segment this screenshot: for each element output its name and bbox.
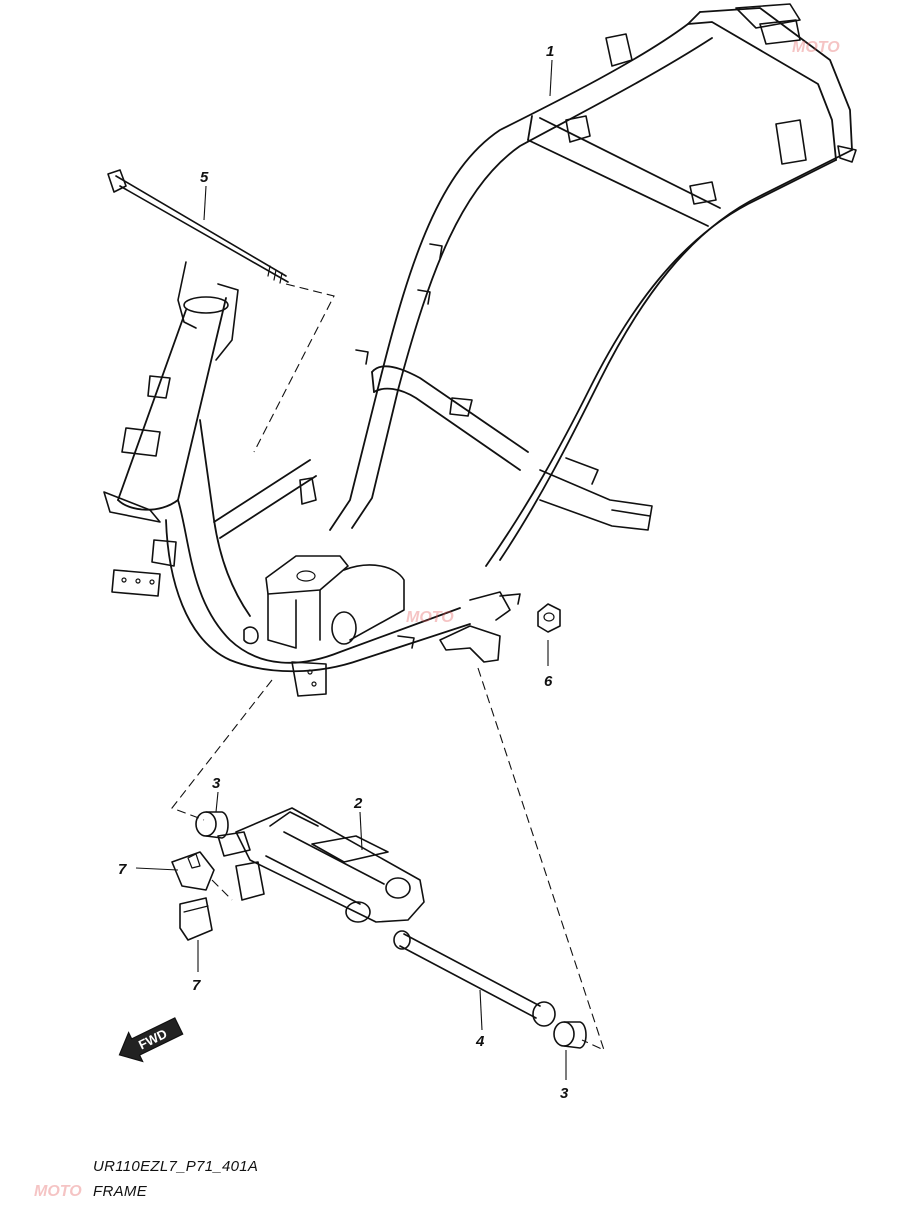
callout-4: 4 — [475, 1033, 485, 1050]
callout-numbers: 1 2 3 3 4 5 6 7 7 — [118, 43, 569, 1102]
watermark-logo-center: MOTO — [406, 609, 454, 626]
callout-3-lower: 3 — [560, 1085, 569, 1102]
diagram-code: UR110EZL7_P71_401A — [93, 1158, 259, 1175]
main-frame — [103, 3, 857, 697]
svg-text:MOTO: MOTO — [792, 39, 840, 56]
callout-6: 6 — [544, 673, 553, 690]
pivot-bolt-long — [107, 169, 289, 284]
pivot-bolt-short — [393, 930, 556, 1027]
diagram-title: FRAME — [93, 1183, 147, 1200]
leader-lines — [135, 59, 605, 1080]
engine-mount-bracket — [217, 807, 425, 923]
watermark-logo-top: MOTO — [792, 39, 840, 56]
callout-7-upper: 7 — [118, 861, 127, 878]
svg-text:MOTO: MOTO — [34, 1183, 82, 1200]
watermark-logo-bottom: MOTO — [34, 1183, 82, 1200]
bushing-lower — [553, 1021, 587, 1049]
callout-5: 5 — [200, 169, 209, 186]
forward-arrow-icon: FWD — [118, 1017, 184, 1063]
callout-1: 1 — [546, 43, 554, 60]
bushing-upper — [195, 811, 229, 839]
callout-3-upper: 3 — [212, 775, 221, 792]
stopper-rubber-lower — [179, 897, 213, 941]
callout-7-lower: 7 — [192, 977, 201, 994]
svg-text:MOTO: MOTO — [406, 609, 454, 626]
stopper-rubber-upper — [171, 851, 215, 891]
nut — [537, 603, 561, 633]
callout-2: 2 — [353, 795, 363, 812]
